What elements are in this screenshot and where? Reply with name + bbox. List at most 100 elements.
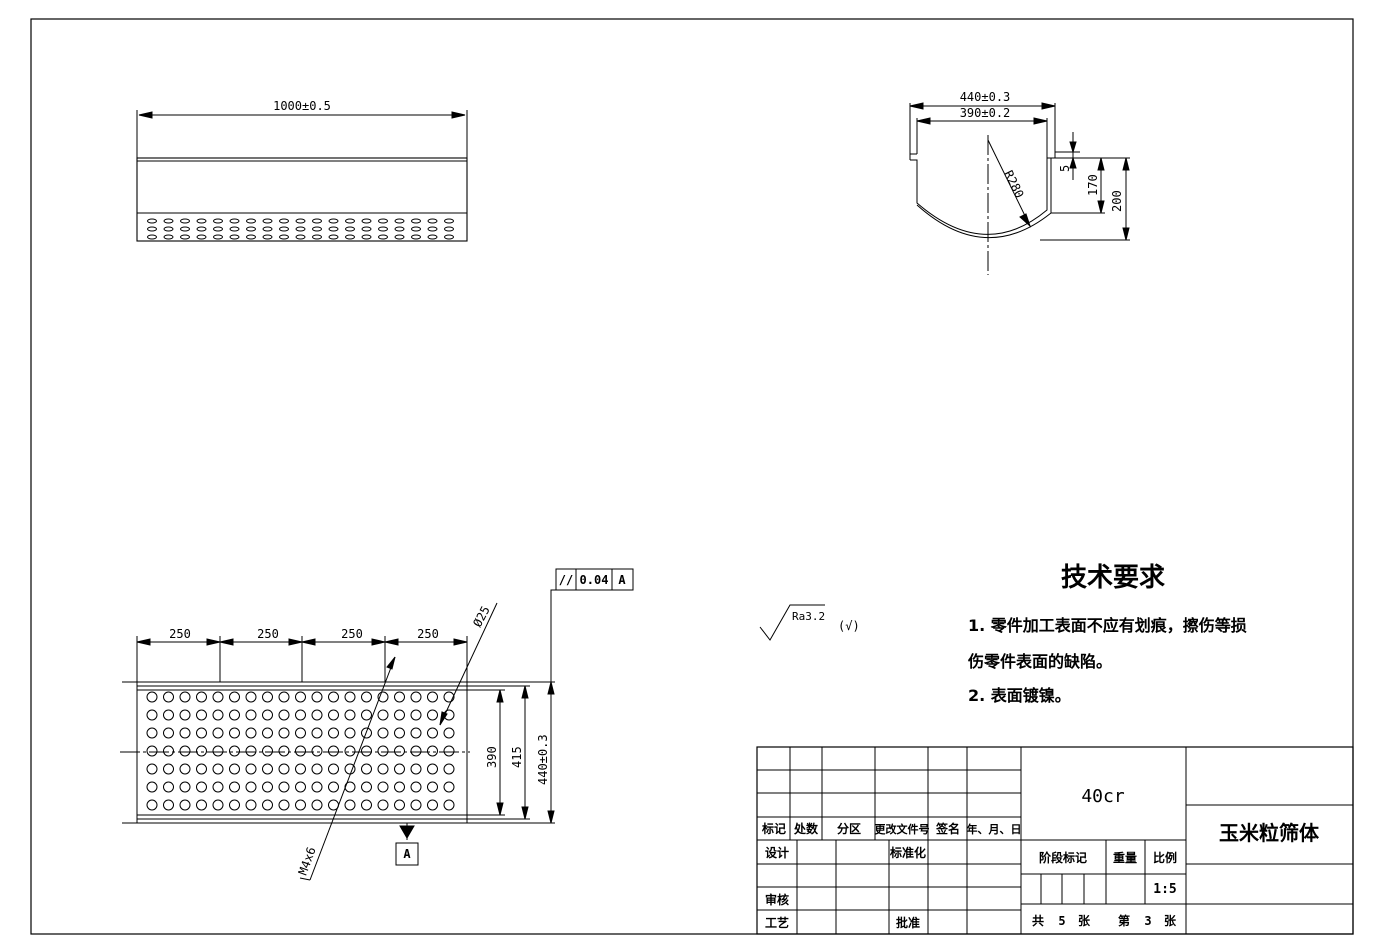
hole-slot	[328, 234, 339, 240]
hole-slot	[361, 218, 372, 224]
hole	[443, 781, 455, 793]
front-view	[136, 110, 468, 242]
hole	[311, 691, 323, 703]
hole	[245, 727, 257, 739]
hole	[146, 727, 158, 739]
side-radius-dim: R280	[1001, 168, 1026, 200]
side-inner-width-dim: 390±0.2	[960, 106, 1011, 120]
hole	[262, 763, 273, 775]
header-zone: 分区	[837, 821, 861, 836]
hole-slot	[262, 234, 273, 240]
hole	[394, 799, 405, 811]
side-total-height-dim: 200	[1110, 190, 1124, 212]
hole-slot	[394, 234, 405, 240]
hole-slot	[312, 234, 322, 240]
hole	[295, 763, 306, 775]
hole	[163, 727, 174, 739]
hole-slot	[163, 234, 174, 240]
label-review: 审核	[765, 892, 789, 907]
sheet-index: 3	[1144, 914, 1151, 928]
tolerance-frame	[555, 568, 634, 591]
hole-slot	[328, 218, 339, 224]
hole	[295, 781, 306, 793]
top-mid-width-dim: 415	[510, 746, 524, 768]
hole	[427, 745, 438, 757]
header-signature: 签名	[935, 821, 960, 836]
hole-slot	[180, 234, 190, 240]
sheet-index-unit: 张	[1164, 913, 1177, 928]
hole	[377, 709, 389, 721]
drawing-frame	[30, 18, 1354, 935]
hole	[295, 727, 306, 739]
hole	[311, 781, 323, 793]
hole-slot	[411, 218, 421, 224]
hole	[410, 781, 422, 793]
hole-slot	[411, 234, 421, 240]
side-view	[909, 102, 1130, 275]
hole	[179, 727, 191, 739]
hole-slot	[229, 226, 240, 232]
hole	[163, 709, 174, 721]
hole	[410, 727, 422, 739]
hole-slot	[163, 218, 174, 224]
hole	[163, 799, 174, 811]
hole	[229, 691, 240, 703]
hole	[295, 709, 306, 721]
sheet-total-prefix: 共	[1032, 913, 1044, 928]
hole	[278, 727, 290, 739]
tolerance-value: 0.04	[580, 573, 609, 587]
hole	[262, 691, 273, 703]
top-spacing-3: 250	[341, 627, 363, 641]
hole	[410, 691, 422, 703]
hole	[443, 727, 455, 739]
hole	[328, 691, 339, 703]
hole-slot	[147, 218, 157, 224]
hole	[311, 745, 323, 757]
hole	[427, 763, 438, 775]
sheet-total: 5	[1058, 914, 1065, 928]
hole	[212, 763, 224, 775]
hole-slot	[345, 234, 355, 240]
hole-slot	[312, 218, 322, 224]
top-hole-diameter-dim: Ø25	[470, 604, 493, 630]
label-process: 工艺	[765, 915, 789, 930]
hole-slot	[427, 234, 438, 240]
hole	[344, 781, 356, 793]
hole	[443, 799, 455, 811]
hole	[245, 763, 257, 775]
top-outer-width-dim: 440±0.3	[536, 734, 550, 785]
hole	[344, 763, 356, 775]
material: 40cr	[1081, 786, 1125, 807]
hole	[196, 727, 207, 739]
hole	[245, 709, 257, 721]
hole-slot	[147, 226, 157, 232]
hole	[179, 709, 191, 721]
hole	[427, 691, 438, 703]
tolerance-symbol: //	[559, 573, 573, 587]
hole	[262, 727, 273, 739]
hole	[212, 781, 224, 793]
hole-slot	[394, 226, 405, 232]
top-spacing-1: 250	[169, 627, 191, 641]
hole	[361, 781, 372, 793]
hole	[163, 763, 174, 775]
hole	[377, 781, 389, 793]
hole	[410, 799, 422, 811]
hole	[179, 799, 191, 811]
top-spacing-2: 250	[257, 627, 279, 641]
hole	[146, 781, 158, 793]
hole	[146, 709, 158, 721]
hole	[344, 709, 356, 721]
hole	[410, 763, 422, 775]
hole-slot	[378, 218, 388, 224]
hole	[443, 745, 455, 757]
hole	[229, 799, 240, 811]
header-count: 处数	[793, 821, 819, 836]
hole	[377, 763, 389, 775]
part-name: 玉米粒筛体	[1219, 821, 1320, 845]
hole	[262, 799, 273, 811]
hole	[361, 691, 372, 703]
label-scale: 比例	[1153, 850, 1177, 865]
top-thread-callout: M4x6	[296, 845, 319, 877]
hole	[394, 691, 405, 703]
